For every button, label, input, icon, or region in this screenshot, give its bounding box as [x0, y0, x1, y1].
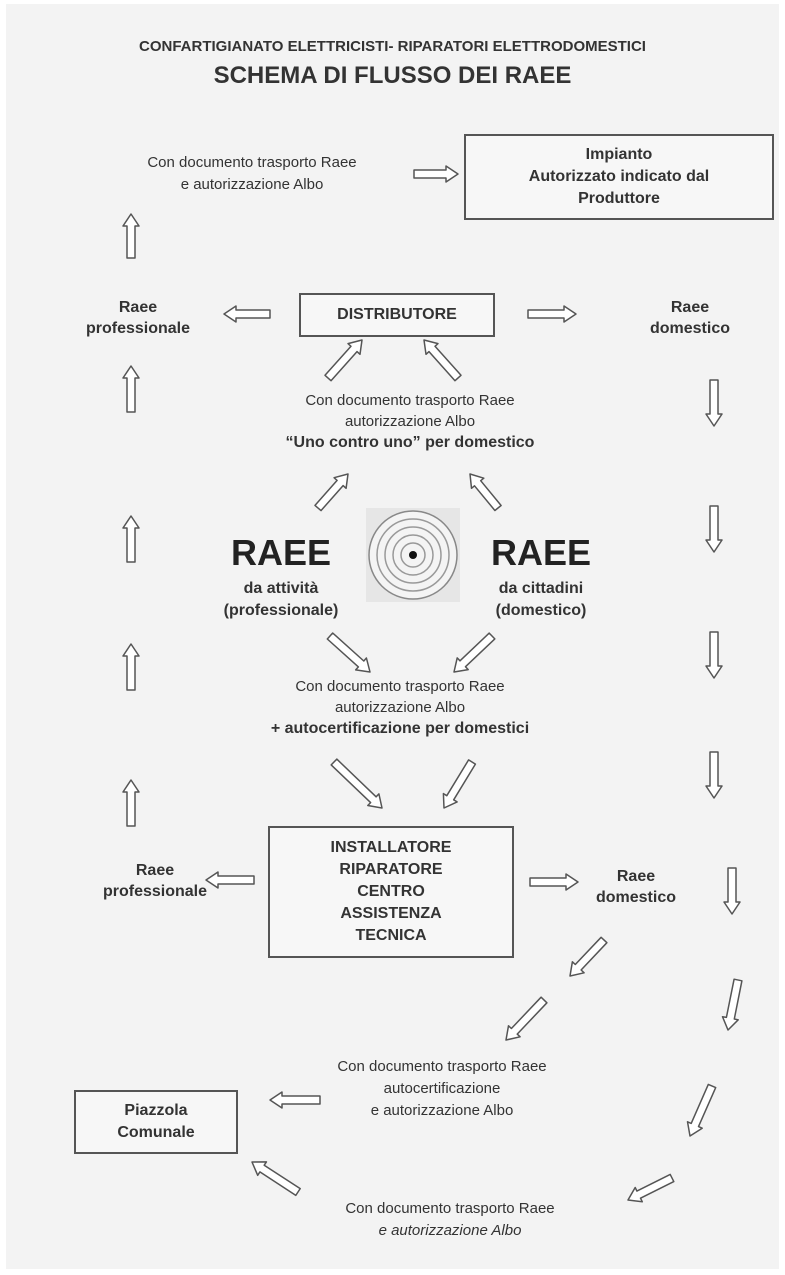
bottom-doc1-line-3: e autorizzazione Albo [370, 1102, 514, 1119]
raee-domestico-bottom: Raee domestico [566, 866, 706, 908]
comunale-line: Comunale [117, 1124, 195, 1141]
assistenza-line: ASSISTENZA [340, 905, 442, 922]
professionale-label: professionale [102, 883, 208, 900]
middle-doc-line-1: Con documento trasporto Raee [295, 678, 505, 695]
arrow-up-to-distributore-left [324, 339, 363, 382]
arrow-right-down-1 [705, 379, 723, 427]
domestico-paren: (domestico) [495, 602, 587, 619]
raee-label: Raee [616, 868, 656, 885]
bottom-doc2-line-1: Con documento trasporto Raee [345, 1200, 555, 1217]
arrow-domestico-down-2 [505, 996, 548, 1041]
distributore-doc-text: Con documento trasporto Raee autorizzazi… [200, 390, 620, 453]
arrow-raee-prof-down [326, 632, 371, 673]
arrow-right-down-6 [721, 978, 743, 1031]
impianto-line-1: Impianto [585, 146, 653, 163]
arrow-up-to-distributore-right [423, 339, 462, 382]
distributore-doc-line-1: Con documento trasporto Raee [305, 392, 515, 409]
raee-cittadini-title: RAEE [490, 532, 592, 573]
arrow-right-down-2 [705, 505, 723, 553]
raee-label: Raee [118, 299, 158, 316]
arrow-to-installatore-right [442, 759, 477, 809]
distributore-doc-line-2: autorizzazione Albo [344, 413, 476, 430]
header-organization: CONFARTIGIANATO ELETTRICISTI- RIPARATORI… [139, 38, 646, 55]
arrow-right-down-7 [686, 1083, 717, 1137]
arrow-right-down-4 [705, 751, 723, 799]
impianto-box: Impianto Autorizzato indicato dal Produt… [464, 134, 774, 220]
arrow-raee-dom-up [469, 473, 502, 512]
da-attivita: da attività [243, 580, 319, 597]
arrow-raee-prof-up [314, 473, 349, 512]
page-title: SCHEMA DI FLUSSO DEI RAEE [213, 62, 572, 89]
arrow-right-to-bottom-text [627, 1173, 675, 1203]
domestico-label: domestico [649, 320, 730, 337]
middle-doc-line-2: autorizzazione Albo [334, 699, 466, 716]
raee-attivita-sub: da attività (professionale) [196, 578, 366, 622]
domestico-label: domestico [595, 889, 676, 906]
bottom-doc-text-1: Con documento trasporto Raee autocertifi… [262, 1056, 622, 1122]
arrow-domestico-down-1 [569, 936, 608, 977]
raee-domestico-top: Raee domestico [610, 297, 770, 339]
bottom-doc1-line-1: Con documento trasporto Raee [337, 1058, 547, 1075]
arrow-to-impianto [413, 165, 459, 183]
arrow-distributore-to-domestico [527, 305, 577, 323]
installatore-line: INSTALLATORE [330, 839, 452, 856]
raee-professionale-top: Raee professionale [58, 297, 218, 339]
top-doc-line-2: e autorizzazione Albo [180, 176, 324, 193]
tecnica-line: TECNICA [355, 927, 427, 944]
arrow-doc-to-piazzola [269, 1091, 321, 1109]
target-icon [366, 508, 460, 602]
riparatore-line: RIPARATORE [339, 861, 443, 878]
installatore-box: INSTALLATORE RIPARATORE CENTRO ASSISTENZ… [268, 826, 514, 958]
arrow-installatore-to-domestico [529, 873, 579, 891]
distributore-box: DISTRIBUTORE [299, 293, 495, 337]
professionale-label: professionale [85, 320, 191, 337]
uno-contro-uno: “Uno contro uno” per domestico [285, 434, 535, 451]
arrow-bottom-to-piazzola [251, 1161, 301, 1197]
raee-attivita-title: RAEE [230, 532, 332, 573]
distributore-label: DISTRIBUTORE [337, 306, 457, 323]
middle-doc-text: Con documento trasporto Raee autorizzazi… [190, 676, 610, 739]
arrow-right-down-3 [705, 631, 723, 679]
top-doc-text: Con documento trasporto Raee e autorizza… [92, 152, 412, 196]
arrow-left-up-2 [122, 365, 140, 413]
bottom-doc1-line-2: autocertificazione [383, 1080, 501, 1097]
raee-label: Raee [135, 862, 175, 879]
raee-cittadini-sub: da cittadini (domestico) [456, 578, 626, 622]
arrow-left-up-4 [122, 643, 140, 691]
impianto-line-3: Produttore [578, 190, 660, 207]
arrow-installatore-to-professionale [205, 871, 255, 889]
piazzola-line: Piazzola [124, 1102, 188, 1119]
arrow-to-installatore-left [330, 758, 383, 809]
professionale-paren: (professionale) [223, 602, 339, 619]
impianto-line-2: Autorizzato indicato dal [528, 168, 710, 185]
arrow-left-up-3 [122, 515, 140, 563]
arrow-left-up-5 [122, 779, 140, 827]
arrow-left-up-1 [122, 213, 140, 259]
bottom-doc-text-2: Con documento trasporto Raee e autorizza… [280, 1198, 620, 1242]
piazzola-box: Piazzola Comunale [74, 1090, 238, 1154]
bottom-doc2-line-2: e autorizzazione Albo [378, 1222, 522, 1239]
raee-professionale-bottom: Raee professionale [80, 860, 230, 902]
centro-line: CENTRO [357, 883, 425, 900]
arrow-right-down-5 [723, 867, 741, 915]
arrow-distributore-to-professionale [223, 305, 271, 323]
da-cittadini: da cittadini [498, 580, 584, 597]
top-doc-line-1: Con documento trasporto Raee [147, 154, 357, 171]
raee-label: Raee [670, 299, 710, 316]
autocertificazione-domestici: + autocertificazione per domestici [270, 720, 530, 737]
arrow-raee-dom-down [453, 632, 496, 673]
